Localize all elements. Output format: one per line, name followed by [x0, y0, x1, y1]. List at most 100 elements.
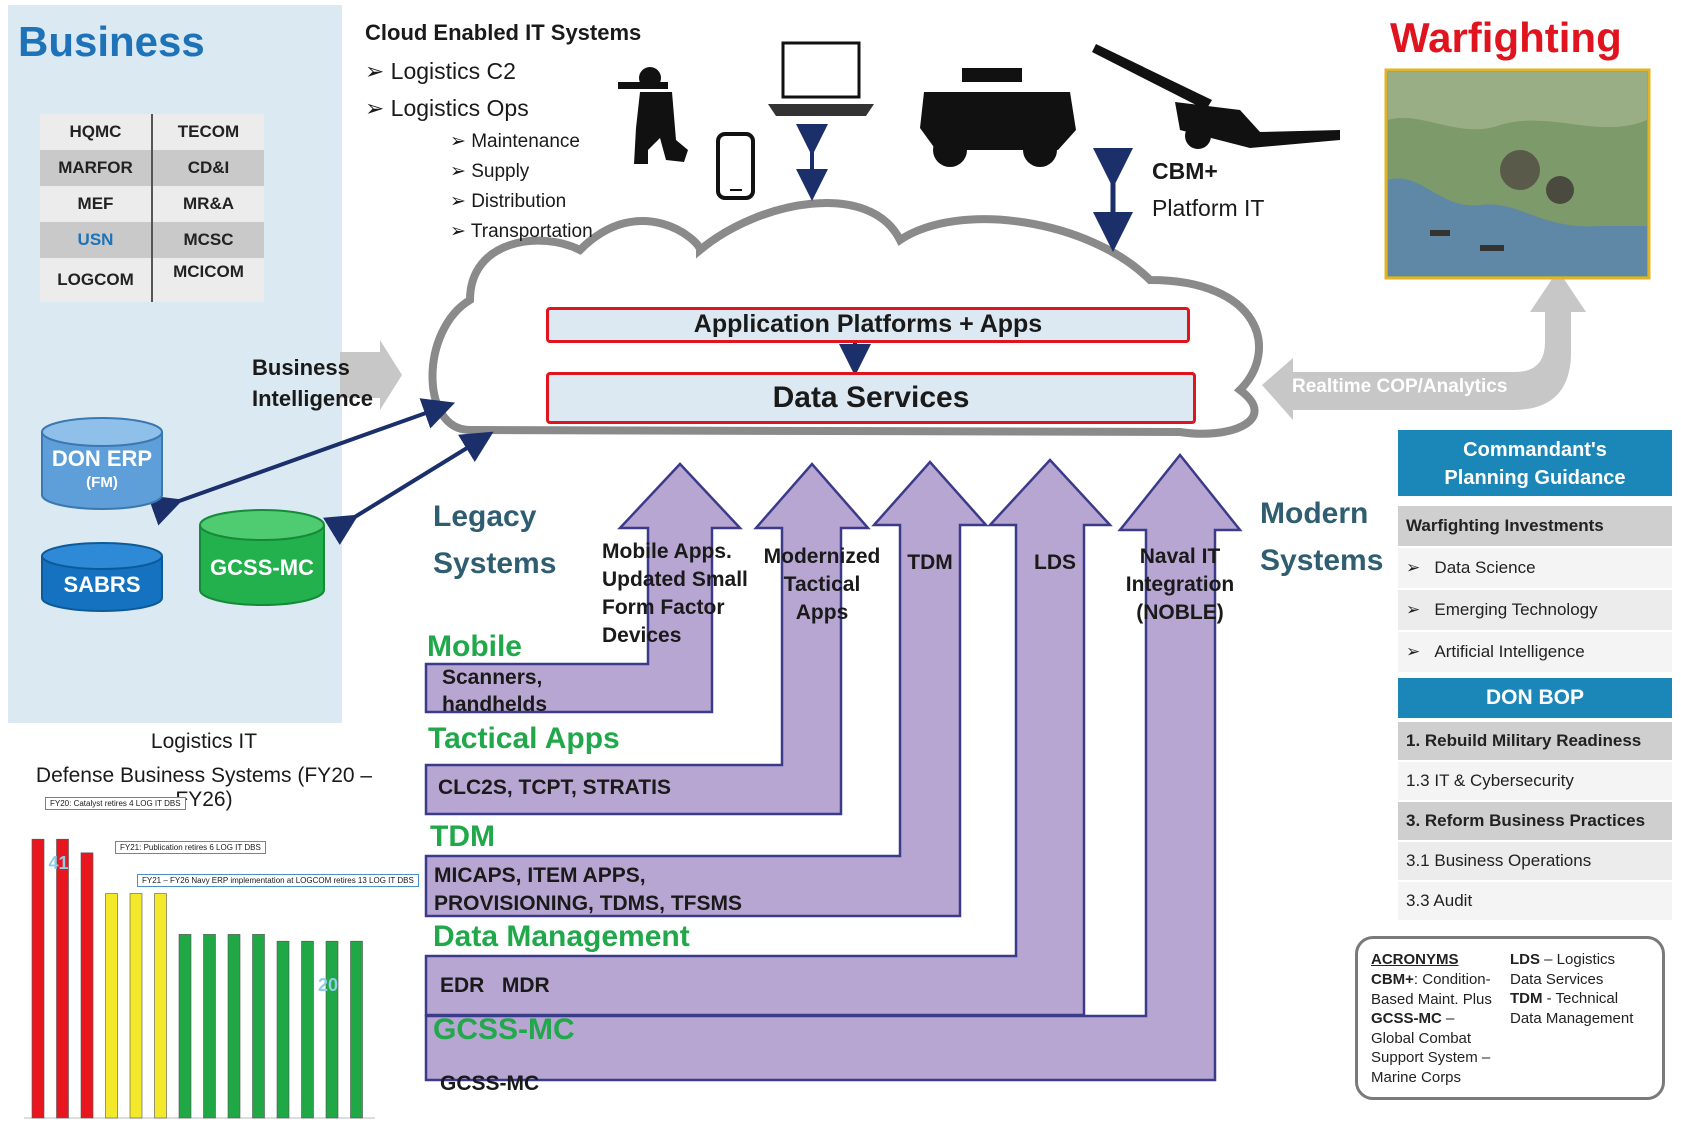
acronyms-left-column: CBM+: Condition- Based Maint. Plus GCSS-…: [1371, 970, 1492, 1087]
cloud-it-subitem-label: Maintenance: [471, 131, 580, 152]
tdm-tier-arrow: [424, 460, 989, 918]
acronym-line: GCSS-MC –: [1371, 1009, 1492, 1029]
tier-title-data-management: Data Management: [433, 920, 690, 953]
bullet-arrow-icon: ➢: [450, 221, 471, 242]
legacy-systems-label: Legacy Systems: [433, 493, 556, 587]
naval-it-label: Naval IT Integration (NOBLE): [1112, 543, 1248, 627]
chart-annotation: FY21 – FY26 Navy ERP implementation at L…: [137, 874, 419, 887]
acronym-def: Based Maint. Plus: [1371, 990, 1492, 1008]
bullet-arrow-icon: ➢: [1406, 642, 1435, 661]
sabrs-database: [41, 542, 163, 612]
bop-row: 3.1 Business Operations: [1398, 842, 1672, 880]
org-cell: MR&A: [183, 194, 234, 213]
bop-row: 1.3 IT & Cybersecurity: [1398, 762, 1672, 800]
acronym-def: – Logistics: [1540, 951, 1616, 968]
cloud-it-subitem-label: Transportation: [470, 221, 593, 242]
cpg-row: ➢ Artificial Intelligence: [1398, 632, 1672, 672]
cpg-header-line: Commandant's: [1463, 439, 1607, 461]
arrow-label-line: Apps: [795, 601, 849, 624]
data-management-tier-arrow: [424, 458, 1113, 1017]
org-cell: TECOM: [177, 122, 240, 141]
cloud-it-item-label: Logistics Ops: [390, 95, 529, 121]
bullet-arrow-icon: ➢: [365, 95, 391, 121]
business-intelligence-arrow: [340, 340, 402, 410]
chart-bar: [203, 934, 216, 1119]
tier-content-line: handhelds: [442, 693, 548, 716]
acronyms-box: [1355, 936, 1665, 1100]
org-row: USN MCSC: [40, 222, 264, 258]
bullet-arrow-icon: ➢: [1406, 600, 1435, 619]
cloud-it-title: Cloud Enabled IT Systems: [365, 20, 642, 45]
tier-title-mobile: Mobile: [427, 630, 522, 663]
cpg-row: Warfighting Investments: [1398, 506, 1672, 546]
don-erp-sublabel: (FM): [86, 474, 118, 491]
arrow-label-line: Form Factor: [602, 596, 725, 619]
chart-bar: [56, 838, 69, 1119]
acronym-def: –: [1441, 1010, 1455, 1027]
bullet-arrow-icon: ➢: [1406, 558, 1435, 577]
tier-content-mobile: Scanners, handhelds: [442, 664, 547, 718]
org-cell: MCICOM: [173, 262, 244, 281]
cpg-row-label: Data Science: [1434, 558, 1536, 577]
cloud-it-item-label: Logistics C2: [390, 58, 516, 84]
acronym-def: Data Management: [1510, 1009, 1634, 1027]
acronym-term: TDM: [1510, 990, 1543, 1007]
business-intelligence-label: Business Intelligence: [252, 352, 373, 414]
warfighting-map-image: [1384, 68, 1651, 280]
acronym-def: - Technical: [1542, 990, 1619, 1007]
chart-bar: [80, 852, 94, 1119]
chart-bar: [350, 940, 363, 1119]
tier-title-tactical-apps: Tactical Apps: [428, 722, 620, 755]
acronym-line: Support System –: [1371, 1048, 1492, 1068]
chart-bar: [154, 893, 167, 1119]
cloud-it-subitem-label: Supply: [471, 161, 530, 182]
org-row: MARFOR CD&I: [40, 150, 264, 186]
chart-bar: [105, 893, 118, 1119]
arrow-label-line: (NOBLE): [1136, 601, 1224, 624]
acronym-def: Marine Corps: [1371, 1068, 1462, 1086]
org-cell: CD&I: [187, 158, 230, 177]
org-cell: USN: [40, 222, 153, 258]
arrow-label-line: Updated Small: [602, 568, 748, 591]
bi-label-line: Business: [252, 355, 350, 380]
bullet-arrow-icon: ➢: [450, 161, 472, 182]
acronyms-right-column: LDS – Logistics Data Services TDM - Tech…: [1510, 950, 1633, 1028]
phone-image: [716, 132, 755, 200]
acronym-def: : Condition-: [1413, 971, 1491, 988]
arrow-label-line: Modernized: [763, 545, 881, 568]
acronym-line: Based Maint. Plus: [1371, 990, 1492, 1010]
cpg-header-line: Planning Guidance: [1444, 467, 1626, 489]
chart-annotation: FY20: Catalyst retires 4 LOG IT DBS: [45, 797, 186, 810]
cpg-row-label: Emerging Technology: [1434, 600, 1598, 619]
tier-content-tactical-apps: CLC2S, TCPT, STRATIS: [438, 776, 671, 799]
lds-arrow-label: LDS: [1034, 551, 1076, 574]
org-cell: MARFOR: [40, 150, 153, 186]
modern-systems-label: Modern Systems: [1260, 490, 1383, 584]
tier-title-tdm: TDM: [430, 820, 495, 853]
chart-bar: [252, 934, 265, 1119]
vehicle-image: [920, 68, 1076, 167]
acronym-term: CBM+: [1371, 971, 1414, 988]
chart-annotation: FY21: Publication retires 6 LOG IT DBS: [115, 841, 266, 854]
sabrs-label: SABRS: [63, 572, 141, 597]
org-cell: LOGCOM: [40, 258, 153, 302]
cpg-header: Commandant's Planning Guidance: [1398, 430, 1672, 496]
realtime-cop-arrow: [1262, 270, 1586, 420]
chart-bar: [31, 838, 45, 1119]
tier-content-gcss-mc: GCSS-MC: [440, 1072, 540, 1095]
modern-line: Modern: [1260, 497, 1369, 530]
arrow-label-line: Naval IT: [1139, 545, 1221, 568]
legacy-line: Legacy: [433, 500, 537, 533]
gcss-cloud-double-arrow: [322, 431, 494, 546]
bop-row: 1. Rebuild Military Readiness: [1398, 722, 1672, 760]
mobile-apps-label: Mobile Apps. Updated Small Form Factor D…: [602, 538, 748, 650]
cpg-row-label: Artificial Intelligence: [1434, 642, 1585, 661]
acronyms-title: ACRONYMS: [1371, 951, 1459, 968]
chart-bar: [301, 940, 314, 1119]
modernized-tactical-apps-label: Modernized Tactical Apps: [756, 543, 888, 627]
mobile-tier-arrow: [424, 462, 743, 714]
chart-subtitle: Defense Business Systems (FY20 – FY26): [35, 764, 373, 811]
acronym-def: Data Services: [1510, 970, 1604, 988]
org-row: HQMC TECOM: [40, 114, 264, 150]
erp-cloud-double-arrow: [147, 398, 456, 526]
